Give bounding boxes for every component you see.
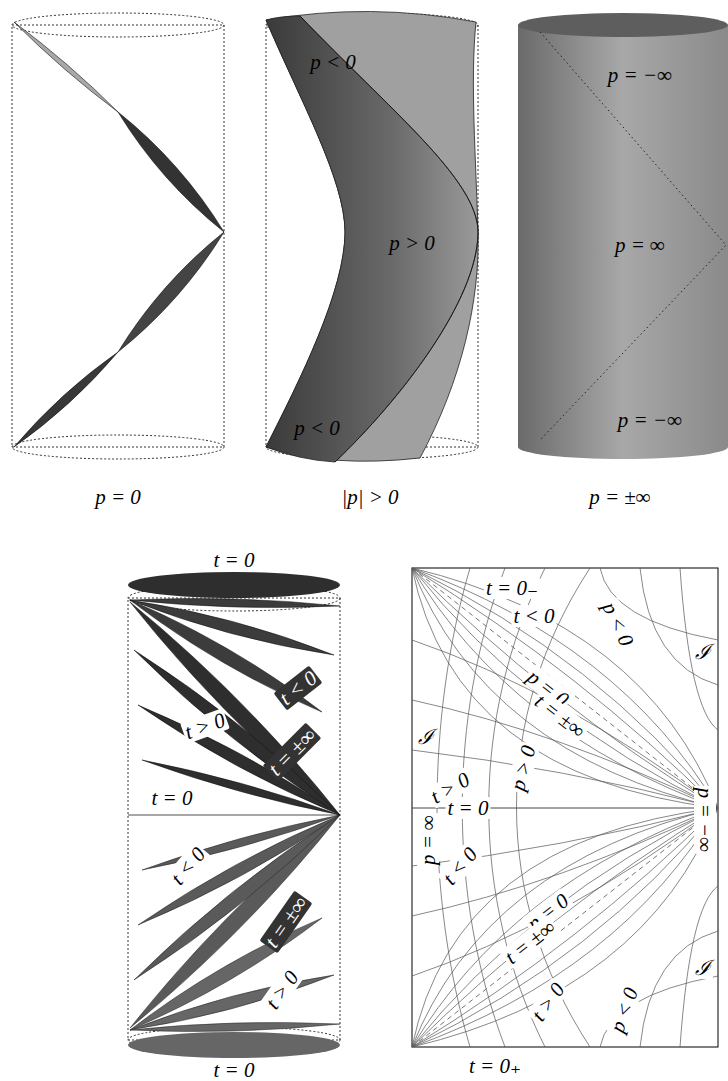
math-label: t = ±∞ <box>259 891 312 954</box>
time-slice <box>412 808 718 1047</box>
null-slice-cylinder <box>12 13 224 459</box>
cylinder-frame <box>128 598 340 1040</box>
math-label: p > 0 <box>387 232 437 254</box>
time-slice <box>412 568 718 808</box>
time-slice <box>412 568 718 808</box>
null-sheet <box>14 22 118 112</box>
math-label: t = 0₋ <box>484 577 540 599</box>
math-label: p = −∞ <box>694 786 716 854</box>
space-slice <box>680 886 718 1047</box>
time-slice <box>412 808 718 976</box>
time-slice <box>412 808 718 1047</box>
math-label: t > 0 <box>526 977 570 1027</box>
math-label: p < 0 <box>598 597 639 651</box>
timelike-slice-cylinder <box>266 11 478 462</box>
null-sheet <box>14 352 118 447</box>
math-label: p = −∞ <box>606 64 674 86</box>
time-slice <box>412 568 718 808</box>
cylinder-top <box>518 13 728 37</box>
slice-petal <box>130 975 334 1030</box>
band-front-face <box>266 16 478 462</box>
time-slice <box>412 808 718 1047</box>
math-label: t > 0 <box>260 965 304 1015</box>
math-label: ℐ <box>693 957 713 979</box>
slice-petal <box>130 600 334 655</box>
math-label: p < 0 <box>605 983 643 1037</box>
light-cone-line <box>540 32 726 440</box>
math-label: t = 0 <box>211 549 256 571</box>
time-slice <box>412 808 718 1047</box>
time-slice <box>412 640 718 808</box>
math-label: p = ±∞ <box>587 486 653 508</box>
time-slice <box>412 808 718 1047</box>
cylinder-rim <box>12 435 224 459</box>
slice-line <box>128 815 340 816</box>
null-sheet <box>118 232 224 352</box>
math-label: t < 0 <box>165 842 211 891</box>
math-label: t = 0 <box>211 1059 256 1081</box>
time-foliation-cylinder <box>128 572 340 1058</box>
slice-petal <box>142 815 340 870</box>
slice-petal <box>134 815 340 980</box>
time-slice <box>412 808 718 1047</box>
math-label: t = 0 <box>149 787 194 809</box>
slice-petal <box>134 650 340 815</box>
slice-petal <box>130 918 322 1030</box>
space-slice <box>489 568 545 1047</box>
math-label: p = −∞ <box>616 409 684 431</box>
math-label: t < 0 <box>511 605 556 627</box>
slice-petal <box>138 815 340 925</box>
math-label: ℐ <box>416 726 436 748</box>
top-slice <box>128 572 340 598</box>
cylinder-frame <box>12 25 224 447</box>
slice-petal <box>130 600 322 712</box>
slice-petal <box>142 760 340 815</box>
horizon-line <box>412 568 718 808</box>
math-label: t = 0 <box>445 797 490 819</box>
time-slice <box>412 808 718 1047</box>
space-slice <box>517 568 591 1047</box>
time-slice <box>412 568 718 808</box>
space-slice <box>680 568 718 730</box>
math-label: p > 0 <box>506 741 540 795</box>
space-slice <box>600 976 718 1047</box>
math-label: t = 0₊ <box>467 1055 523 1077</box>
time-slice <box>412 568 718 808</box>
null-sheet <box>118 112 224 232</box>
math-label: p = ∞ <box>417 813 439 867</box>
horizon-line <box>412 808 718 1047</box>
cylinder-bottom <box>518 435 728 459</box>
slice-petal <box>138 705 340 815</box>
time-slice <box>412 568 718 808</box>
cylinder-body <box>518 25 728 447</box>
cylinder-rim <box>12 13 224 37</box>
math-label: t < 0 <box>273 665 322 710</box>
space-slice <box>640 568 718 685</box>
bottom-slice <box>128 1032 340 1058</box>
time-slice <box>412 568 718 808</box>
time-slice <box>412 808 718 1047</box>
band-surface <box>266 11 478 461</box>
math-label: |p| > 0 <box>339 486 400 508</box>
math-label: t < 0 <box>437 842 483 891</box>
math-label: t = ±∞ <box>263 723 322 782</box>
time-slice <box>412 568 718 808</box>
math-label: p < 0 <box>308 51 358 73</box>
space-slice <box>640 931 718 1047</box>
math-label: p = ∞ <box>613 234 667 256</box>
time-slice <box>412 808 718 1047</box>
math-label: t > 0 <box>180 708 230 744</box>
time-slice <box>412 568 718 808</box>
boundary-cylinder <box>518 13 728 459</box>
band-fold <box>300 16 478 462</box>
math-label: p = 0 <box>93 486 143 508</box>
diagram-frame <box>412 568 718 1047</box>
penrose-diagram <box>412 568 718 1047</box>
math-label: p < 0 <box>292 417 342 439</box>
math-label: ℐ <box>693 641 713 663</box>
